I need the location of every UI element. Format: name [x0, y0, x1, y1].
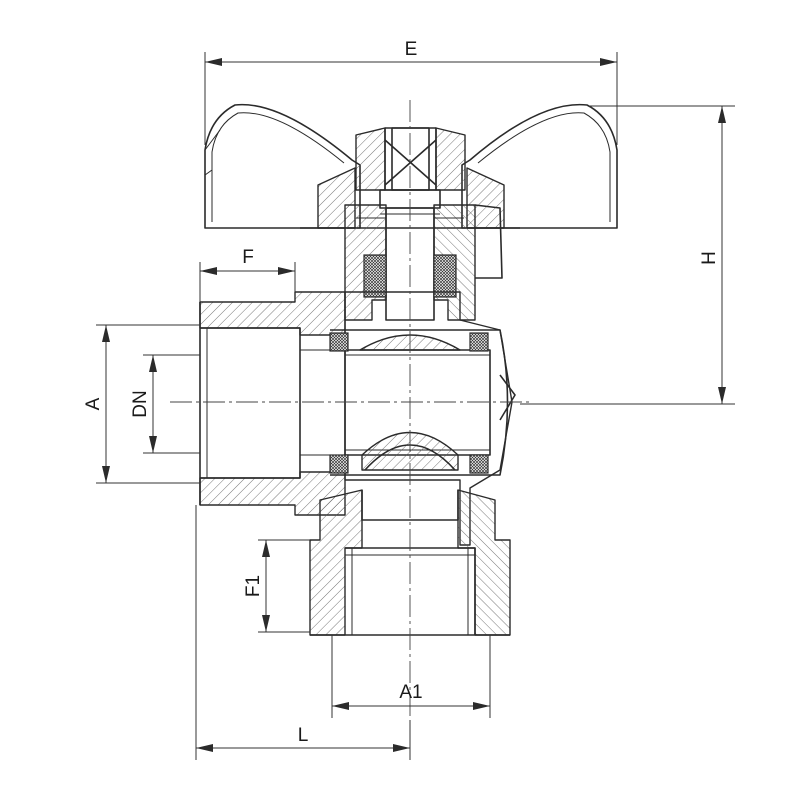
dimension-label-A: A	[83, 397, 104, 410]
dimension-L: L	[195, 505, 411, 760]
dimension-F: F	[199, 247, 296, 302]
dimension-label-DN: DN	[130, 390, 151, 417]
dimension-DN: DN	[130, 354, 200, 454]
bonnet-packing	[344, 204, 503, 321]
dimension-H: H	[520, 105, 735, 405]
butterfly-handle	[204, 103, 618, 229]
center-lines	[170, 100, 530, 760]
dimension-F1: F1	[243, 539, 310, 633]
dimension-label-F1: F1	[243, 575, 264, 597]
dimension-label-L: L	[298, 725, 309, 746]
dimension-A1: A1	[331, 635, 491, 718]
dimension-label-A1: A1	[399, 682, 422, 703]
dimension-A: A	[83, 324, 200, 484]
top-nut	[355, 127, 466, 191]
dimension-label-F: F	[242, 247, 254, 268]
dimension-label-H: H	[699, 251, 720, 265]
dimension-E: E	[204, 39, 618, 145]
valve-body	[199, 291, 516, 636]
dimension-label-E: E	[405, 39, 418, 60]
